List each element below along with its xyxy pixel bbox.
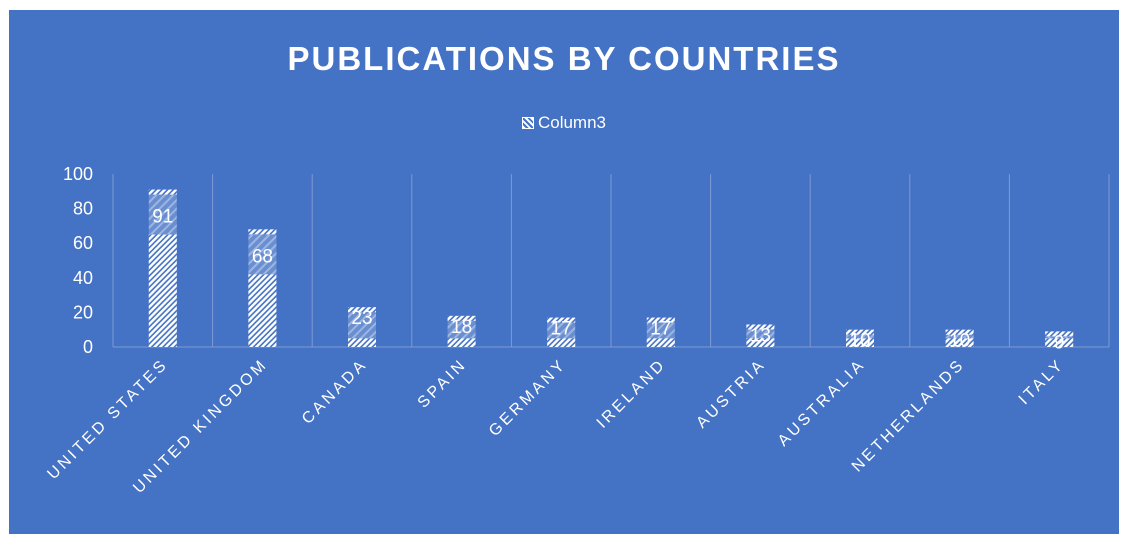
bar-segment (348, 338, 376, 347)
category-label: GERMANY (486, 356, 570, 440)
bar-segment (945, 338, 974, 347)
category-label: SPAIN (415, 356, 471, 412)
bar-segment (447, 338, 476, 347)
y-tick-label: 20 (73, 302, 93, 322)
data-label: 68 (252, 246, 273, 267)
chart-area: PUBLICATIONS BY COUNTRIES Column3 0 20 40 6… (9, 10, 1119, 534)
legend-swatch (521, 117, 534, 129)
bar-cap (547, 317, 576, 323)
data-label: 23 (351, 308, 372, 329)
legend-label: Column3 (537, 113, 607, 132)
bar-cap (746, 324, 775, 330)
bar-segment (746, 338, 775, 347)
bar-segment (646, 338, 675, 347)
y-tick-label: 0 (83, 337, 93, 357)
chart-title: PUBLICATIONS BY COUNTRIES (287, 40, 841, 77)
data-label: 18 (451, 317, 472, 338)
bar-cap (1045, 331, 1074, 337)
data-label: 17 (650, 319, 671, 340)
legend: Column3 (9, 113, 1119, 133)
y-tick-label: 80 (73, 199, 93, 219)
category-label: ITALY (1016, 356, 1068, 408)
bar-segment (248, 274, 277, 347)
y-tick-label: 60 (73, 233, 93, 253)
data-label: 9 (1054, 332, 1065, 353)
bar-cap (447, 315, 476, 321)
category-label: AUSTRIA (693, 356, 769, 432)
y-tick-label: 40 (73, 268, 93, 288)
bar-cap (646, 317, 675, 323)
data-label: 10 (849, 331, 870, 352)
bar-cap (148, 189, 177, 195)
bar-cap (945, 329, 974, 335)
category-label: AUSTRALIA (775, 356, 869, 450)
category-label: NETHERLANDS (849, 356, 969, 476)
bar-cap (348, 307, 376, 313)
bar-segment (1045, 338, 1074, 347)
bar-cap (846, 329, 874, 335)
category-label: CANADA (299, 356, 371, 428)
bar-segment (148, 234, 177, 347)
category-label: IRELAND (594, 356, 670, 432)
data-label: 17 (551, 319, 572, 340)
bar-segment (547, 338, 576, 347)
data-label: 10 (949, 331, 970, 352)
bar-segment (846, 338, 874, 347)
data-label: 91 (152, 207, 173, 228)
y-tick-label: 100 (63, 164, 93, 184)
bar-cap (248, 229, 277, 235)
data-label: 13 (750, 326, 771, 347)
